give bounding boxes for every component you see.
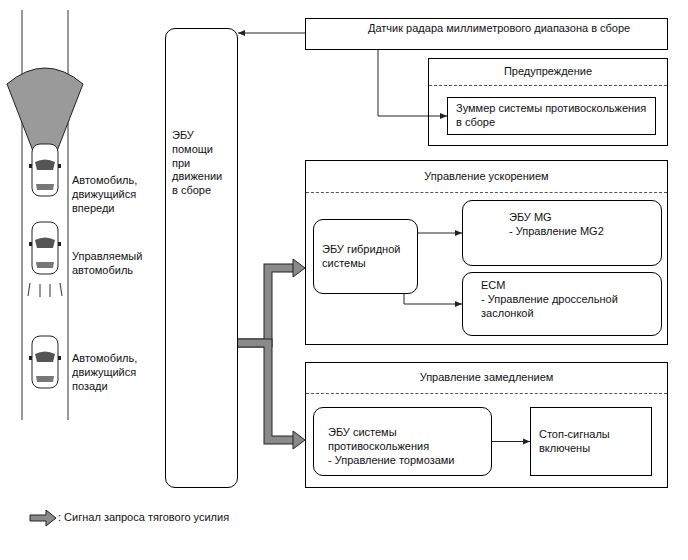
road-edge — [68, 10, 69, 420]
legend-text: : Сигнал запроса тягового усилия — [58, 511, 229, 525]
node-title: Предупреждение — [504, 65, 592, 79]
node-title: ЭБУ помощи при движении в сборе — [172, 129, 231, 198]
node-title: ЭБУ гибридной системы — [322, 243, 409, 271]
group-header: Управление ускорением — [306, 161, 667, 193]
node-title: Датчик радара миллиметрового диапазона в… — [368, 22, 659, 36]
buzzer-box: Зуммер системы противоскольжения в сборе — [447, 97, 656, 135]
car-rear — [29, 336, 61, 388]
node-title: Стоп-сигналы включены — [539, 428, 643, 456]
request-arrow — [238, 343, 305, 449]
node-title: Зуммер системы противоскольжения в сборе — [456, 102, 647, 130]
group-box: ПредупреждениеЗуммер системы противоскол… — [428, 58, 668, 146]
sensor-box: Датчик радара миллиметрового диапазона в… — [305, 18, 668, 50]
node-title: ЭБУ системы противоскольжения — [328, 426, 483, 454]
signal-arrow — [238, 33, 305, 34]
car-front — [29, 144, 61, 196]
node-title: ЭБУ MG — [509, 211, 653, 225]
legend-arrow-sample — [30, 510, 56, 526]
node-body: - Управление тормозами — [328, 454, 483, 468]
ecm-box: ECM- Управление дроссельной заслонкой — [462, 272, 662, 336]
vehicle-label: Управляемый автомобиль — [72, 250, 152, 278]
request-arrow — [238, 259, 305, 343]
signal-arrow — [378, 50, 447, 116]
motion-lines — [28, 283, 62, 297]
vehicle-label: Автомобиль, движущийся позади — [72, 352, 152, 393]
car-own — [29, 222, 61, 274]
node-title: ECM — [481, 279, 653, 293]
node-body: - Управление дроссельной заслонкой — [481, 293, 653, 321]
group-header: Управление замедлением — [306, 363, 667, 394]
signal-arrow — [492, 441, 530, 442]
signal-arrow — [404, 294, 462, 304]
signal-arrow — [418, 233, 462, 234]
ecu-box: ЭБУ MG- Управление MG2 — [462, 200, 662, 266]
vehicle-label: Автомобиль, движущийся впереди — [72, 174, 152, 215]
lamp-box: Стоп-сигналы включены — [530, 407, 652, 476]
node-body: - Управление MG2 — [509, 225, 653, 239]
ecu-box: ЭБУ системы противоскольжения- Управлени… — [313, 407, 492, 476]
group-box: Управление замедлениемЭБУ системы против… — [305, 362, 668, 488]
node-title: Управление замедлением — [420, 371, 554, 385]
node-title: Управление ускорением — [424, 170, 548, 184]
radar-cone — [7, 68, 83, 182]
group-box: Управление ускорениемЭБУ гибридной систе… — [305, 160, 668, 345]
ecu-box: ЭБУ гибридной системы — [313, 219, 418, 294]
group-header: Предупреждение — [429, 59, 667, 86]
ecu-box: ЭБУ помощи при движении в сборе — [165, 28, 238, 488]
road-edge — [22, 10, 23, 420]
